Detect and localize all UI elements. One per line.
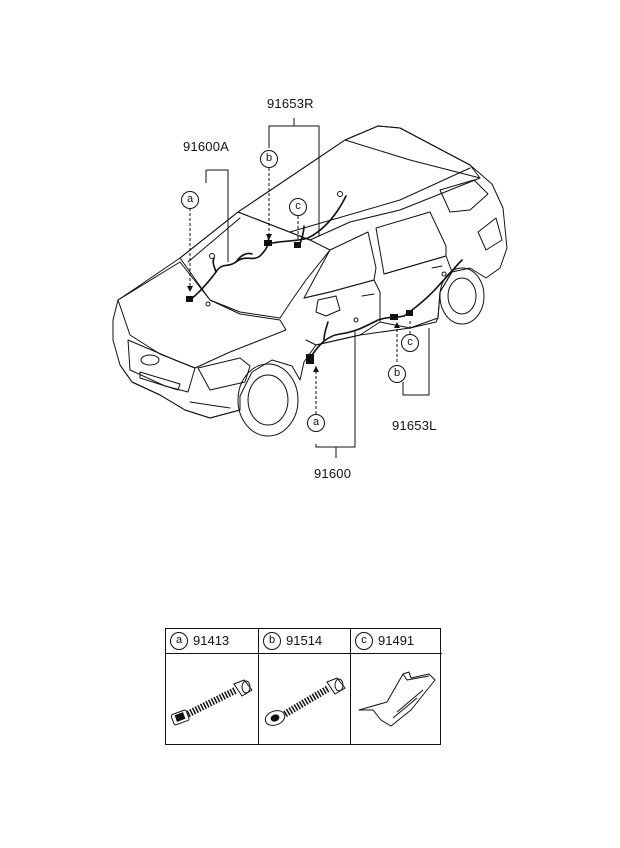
car-quarter-window [439, 179, 489, 213]
callout-91653R: 91653R [267, 96, 314, 111]
car-grille [127, 339, 196, 393]
car-rear-window [375, 211, 447, 275]
part-cell-a: a 91413 [166, 629, 258, 744]
part-number-c: 91491 [378, 633, 415, 648]
car-mirror [315, 295, 341, 317]
bracket-c-icon [358, 671, 436, 727]
marker-c-lower: c [401, 334, 419, 352]
callout-91600A: 91600A [183, 139, 230, 154]
car-front-door [303, 279, 381, 346]
grommet-b-icon [264, 677, 346, 726]
marker-c-upper: c [289, 198, 307, 216]
part-number-a: 91413 [193, 633, 230, 648]
car-roof [237, 125, 481, 241]
marker-a-upper: a [181, 191, 199, 209]
car-front-wheel [237, 363, 299, 437]
parts-table: a 91413 b 91514 [165, 628, 442, 745]
car-hood [117, 261, 287, 369]
callout-91600: 91600 [314, 466, 352, 481]
car-rear-wheel [439, 267, 485, 325]
harness-91653L [403, 259, 463, 317]
part-cell-c: c 91491 [350, 629, 442, 744]
part-letter-c: c [355, 632, 373, 650]
callout-91653L: 91653L [392, 418, 437, 433]
part-letter-b: b [263, 632, 281, 650]
harness-91600A [189, 235, 270, 301]
part-letter-a: a [170, 632, 188, 650]
marker-b-upper: b [260, 150, 278, 168]
car-windshield [179, 211, 331, 319]
marker-b-lower: b [388, 365, 406, 383]
grommet-a-icon [170, 679, 253, 726]
part-cell-b: b 91514 [258, 629, 350, 744]
part-number-b: 91514 [286, 633, 323, 648]
marker-a-lower: a [307, 414, 325, 432]
harness-91653R [267, 195, 347, 245]
